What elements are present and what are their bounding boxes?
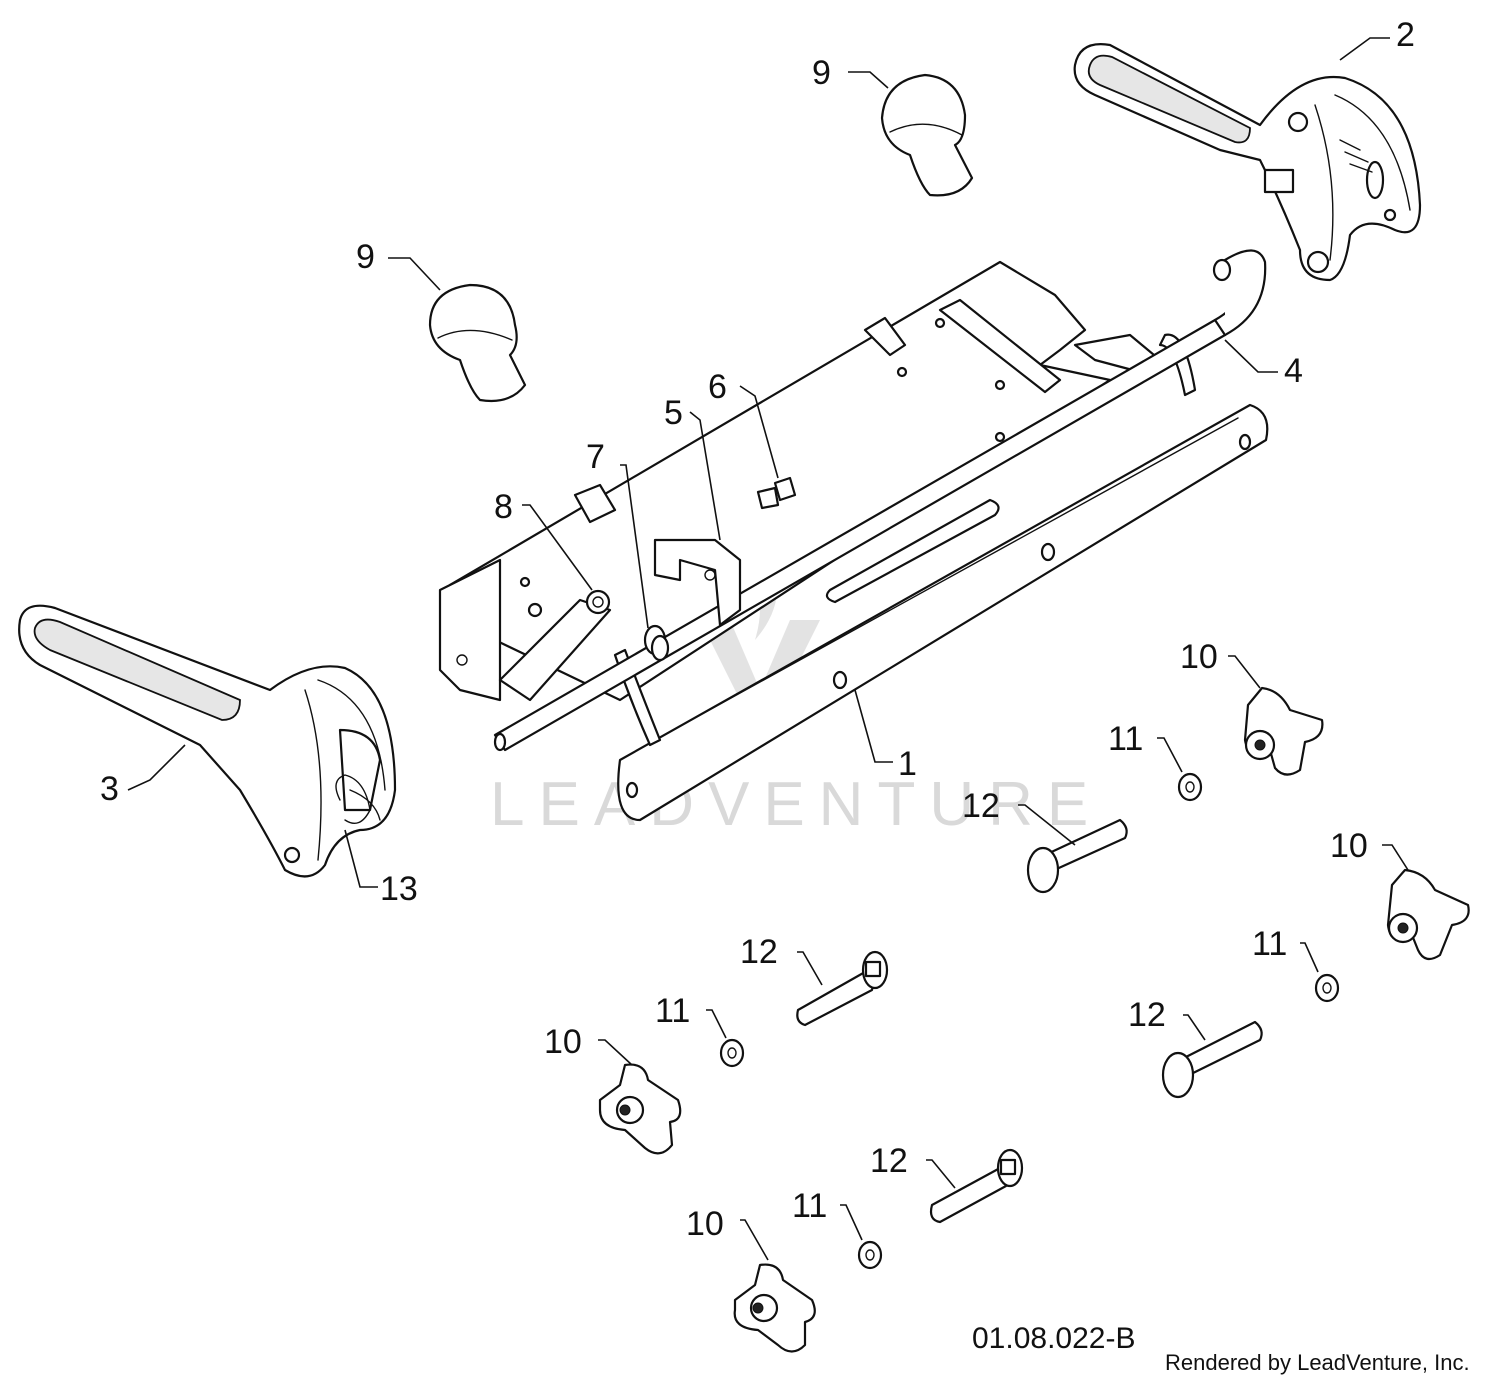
- part-10-star-knob-b: [1386, 868, 1470, 961]
- callout-3: 3: [100, 770, 119, 808]
- callout-12-d: 12: [870, 1142, 908, 1180]
- callout-11-d: 11: [792, 1187, 827, 1225]
- callout-10-b: 10: [1330, 827, 1368, 865]
- callout-9-left: 9: [356, 238, 375, 276]
- part-12-bolt-b: [796, 950, 889, 1027]
- part-12-bolt-a: [1026, 818, 1128, 894]
- callout-10-d: 10: [686, 1205, 724, 1243]
- callout-11-b: 11: [1252, 925, 1287, 963]
- callout-8: 8: [494, 488, 513, 526]
- callout-2: 2: [1396, 16, 1415, 54]
- callout-6: 6: [708, 368, 727, 406]
- drawing-code: 01.08.022-B: [972, 1322, 1136, 1355]
- callout-12-c: 12: [1128, 996, 1166, 1034]
- part-11-washer-d: [857, 1240, 883, 1270]
- part-10-star-knob-c: [598, 1063, 682, 1155]
- part-12-bolt-d: [929, 1148, 1024, 1224]
- part-9-knob-right: [880, 73, 974, 197]
- part-12-bolt-c: [1161, 1020, 1263, 1099]
- part-6-bolt: [756, 476, 797, 510]
- part-3-left-handle: [18, 604, 397, 878]
- part-11-washer-b: [1314, 973, 1340, 1003]
- render-credit: Rendered by LeadVenture, Inc.: [1165, 1350, 1470, 1375]
- watermark-text: LEADVENTURE: [490, 770, 1102, 839]
- callout-5: 5: [664, 394, 683, 432]
- callout-9-right: 9: [812, 54, 831, 92]
- leader-lines: [127, 37, 1409, 1261]
- callout-10-a: 10: [1180, 638, 1218, 676]
- callout-4: 4: [1284, 352, 1303, 390]
- part-13-spring-pin: [335, 774, 381, 824]
- part-11-washer-c: [719, 1038, 745, 1068]
- part-5-bracket: [653, 538, 742, 627]
- callout-1: 1: [898, 745, 917, 783]
- callout-13: 13: [380, 870, 418, 908]
- part-4-rod: [493, 249, 1267, 752]
- part-10-star-knob-d: [733, 1263, 816, 1353]
- callout-11-c: 11: [655, 992, 690, 1030]
- part-9-knob-left: [428, 283, 527, 403]
- part-8-nut: [585, 589, 611, 615]
- callout-12-b: 12: [740, 933, 778, 971]
- part-7-bushing: [643, 624, 670, 662]
- callout-11-a: 11: [1108, 720, 1143, 758]
- callout-10-c: 10: [544, 1023, 582, 1061]
- callout-12-a: 12: [962, 787, 1000, 825]
- watermark: LEADVENTURE: [490, 555, 1102, 839]
- callout-7: 7: [586, 438, 605, 476]
- part-2-right-handle: [1073, 43, 1422, 282]
- part-10-star-knob-a: [1243, 686, 1324, 776]
- part-11-washer-a: [1177, 772, 1203, 802]
- callouts: 2 9 9 4 5 6 7 8 1 3 13 10 10 10 10 11 11…: [100, 16, 1415, 1243]
